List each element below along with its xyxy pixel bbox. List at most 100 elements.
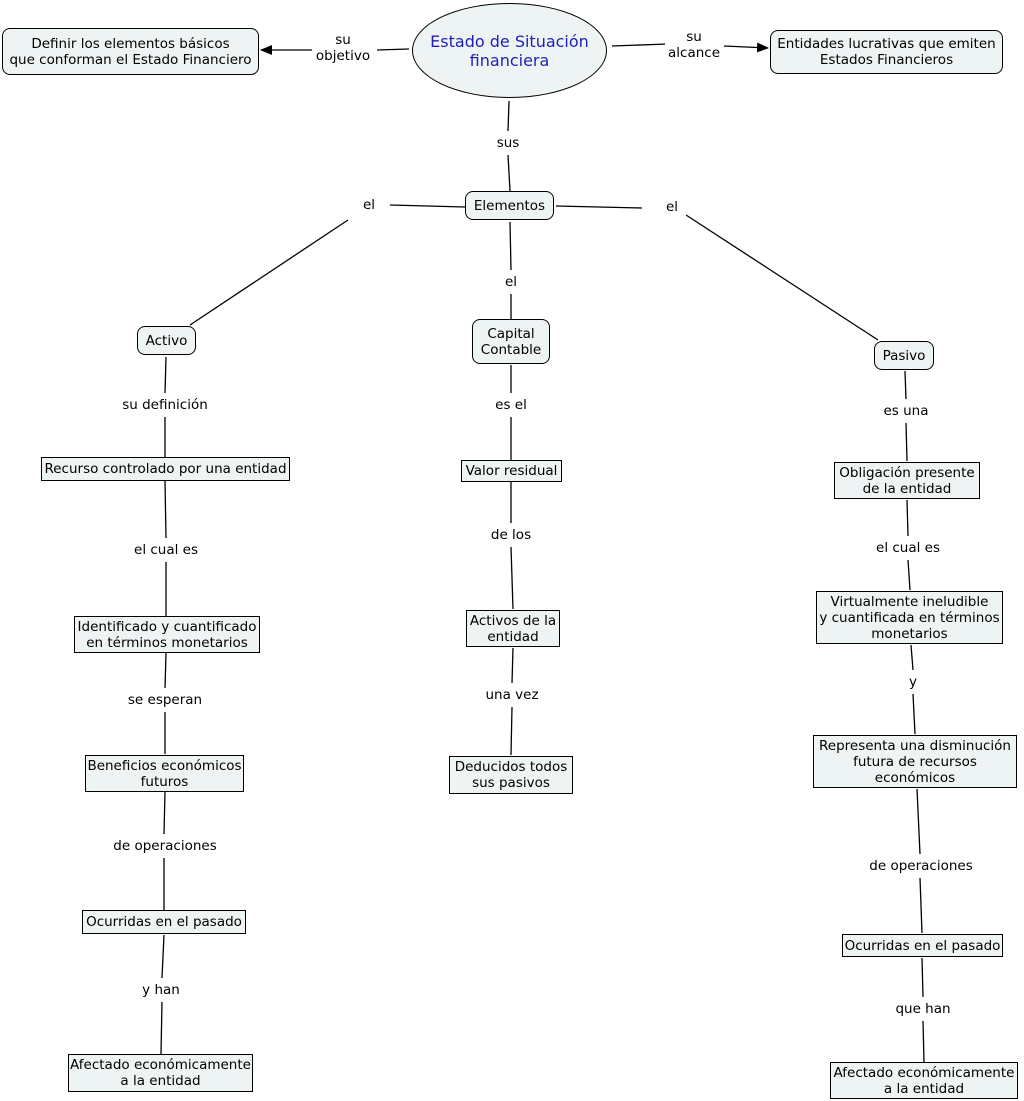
obligacion-line-2: de la entidad [862,480,952,497]
link-sus: sus [493,135,523,151]
connector-pasivo-chain-6 [912,693,916,735]
elementos-node[interactable]: Elementos [465,191,554,220]
connector-pasivo-chain-10 [922,1020,925,1063]
ocurridas-left-label: Ocurridas en el pasado [86,914,242,930]
link-su-alcance-line-1: su [686,29,702,45]
connector-capital-chain-5 [511,647,514,684]
link-de-operaciones-left: de operaciones [110,838,220,854]
connector-activo-chain-5 [164,652,167,689]
activo-node[interactable]: Activo [137,326,196,355]
afectado-left-line-2: a la entidad [120,1073,201,1089]
connector-elementos-el-center [509,221,512,271]
identificado-line-2: en términos monetarios [86,634,248,651]
virtualmente-line-2: y cuantificada en términos [819,609,1000,626]
identificado-node[interactable]: Identificado y cuantificado en términos … [74,616,260,653]
representa-line-2: futura de recursos [853,753,977,770]
connector-activo-chain-7 [163,791,166,835]
link-el-left: el [359,197,379,213]
connector-elementos-el-left [389,204,466,208]
connector-objetivo-label [376,48,410,51]
connector-alcance-label [611,43,669,47]
pasivo-node[interactable]: Pasivo [874,341,934,370]
objetivo-line-2: que conforman el Estado Financiero [9,51,252,68]
objetivo-line-1: Definir los elementos básicos [31,35,230,52]
afectado-right-line-1: Afectado económicamente [833,1064,1015,1081]
alcance-line-2: Estados Financieros [819,52,954,68]
link-el-center: el [501,274,521,290]
link-el-right: el [662,199,682,215]
connector-pasivo-chain-3 [906,499,909,537]
valor-residual-label: Valor residual [465,463,558,479]
connector-capital-chain-4 [510,546,514,610]
link-su-objetivo: su objetivo [312,32,374,64]
capital-contable-node[interactable]: Capital Contable [472,319,550,364]
connector-activo-chain-9 [161,934,165,979]
root-concept-node[interactable]: Estado de Situación financiera [412,3,607,98]
link-es-una: es una [880,403,932,419]
link-de-operaciones-right: de operaciones [866,858,976,874]
deducidos-node[interactable]: Deducidos todos sus pasivos [449,756,573,794]
recurso-node[interactable]: Recurso controlado por una entidad [41,457,290,481]
connector-pasivo-chain-9 [921,957,924,998]
capital-line-1: Capital [487,325,535,342]
ocurridas-right-node[interactable]: Ocurridas en el pasado [842,934,1003,957]
activos-line-2: entidad [487,628,539,645]
beneficios-line-2: futuros [140,773,189,790]
connector-pasivo-chain-7 [916,788,921,855]
recurso-label: Recurso controlado por una entidad [44,461,287,477]
link-su-alcance-line-2: alcance [667,45,721,61]
representa-node[interactable]: Representa una disminución futura de rec… [813,735,1017,788]
connector-pasivo-chain-8 [919,877,923,934]
virtualmente-line-3: monetarios [871,625,948,642]
deducidos-line-2: sus pasivos [472,775,550,791]
deducidos-line-1: Deducidos todos [454,759,568,775]
activos-entidad-node[interactable]: Activos de la entidad [466,610,560,647]
afectado-right-node[interactable]: Afectado económicamente a la entidad [830,1062,1018,1099]
link-se-esperan: se esperan [124,692,206,708]
connector-activo-chain-1 [164,356,167,394]
link-su-objetivo-line-2: objetivo [315,48,371,64]
obligacion-line-1: Obligación presente [839,464,975,481]
connector-activo-chain-10 [160,1001,163,1055]
connector-elementos-el-right [555,205,643,209]
activo-label: Activo [145,332,188,349]
connector-el-right-pasivo [685,214,879,341]
ocurridas-right-label: Ocurridas en el pasado [844,937,1001,954]
connector-root-sus [507,100,510,132]
link-una-vez: una vez [482,687,542,703]
activos-line-1: Activos de la [469,612,557,629]
connector-pasivo-chain-4 [907,559,911,591]
representa-line-1: Representa una disminución [819,737,1011,754]
connector-activo-chain-3 [164,480,167,539]
link-el-cual-es-right: el cual es [873,540,943,556]
link-que-han: que han [892,1001,954,1017]
link-y: y [906,674,920,690]
valor-residual-node[interactable]: Valor residual [461,460,562,482]
elementos-label: Elementos [473,197,546,214]
afectado-left-node[interactable]: Afectado económicamente a la entidad [68,1054,253,1092]
pasivo-label: Pasivo [882,347,926,364]
connector-capital-chain-6 [510,706,513,756]
connector-el-left-activo [189,219,349,326]
beneficios-node[interactable]: Beneficios económicos futuros [85,755,244,792]
afectado-left-line-1: Afectado económicamente [70,1057,251,1073]
ocurridas-left-node[interactable]: Ocurridas en el pasado [82,910,246,934]
identificado-line-1: Identificado y cuantificado [77,618,257,635]
connector-pasivo-chain-2 [905,422,908,462]
beneficios-line-1: Beneficios económicos [87,757,242,774]
link-su-definicion: su definición [119,397,211,413]
alcance-line-1: Entidades lucrativas que emiten [777,36,996,52]
link-de-los: de los [487,527,535,543]
afectado-right-line-2: a la entidad [883,1080,965,1097]
link-su-objetivo-line-1: su [335,32,351,48]
capital-line-2: Contable [480,341,542,358]
alcance-node[interactable]: Entidades lucrativas que emiten Estados … [770,30,1003,74]
virtualmente-node[interactable]: Virtualmente ineludible y cuantificada e… [816,591,1003,644]
obligacion-node[interactable]: Obligación presente de la entidad [834,462,980,499]
link-su-alcance: su alcance [664,29,724,61]
objetivo-node[interactable]: Definir los elementos básicos que confor… [2,28,259,75]
root-concept-line-1: Estado de Situación [430,31,589,51]
connector-pasivo-chain-1 [904,370,907,400]
representa-line-3: económicos [874,769,956,786]
